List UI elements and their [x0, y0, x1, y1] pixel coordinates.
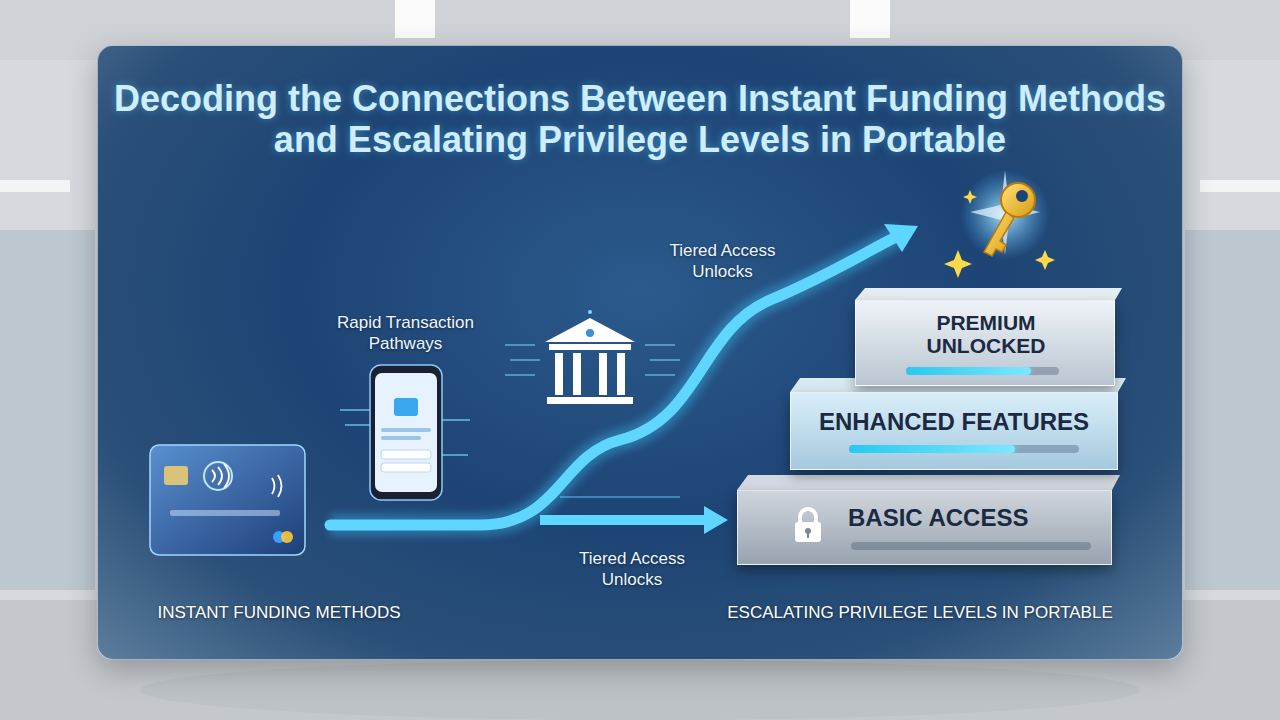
section-caption: ESCALATING PRIVILEGE LEVELS IN PORTABLE — [690, 603, 1150, 623]
section-caption: INSTANT FUNDING METHODS — [148, 603, 410, 623]
progress-bar — [849, 445, 1079, 453]
progress-bar — [906, 367, 1059, 375]
block-label: ENHANCED FEATURES — [811, 409, 1097, 435]
progress-fill — [849, 445, 1015, 453]
block-label: BASIC ACCESS — [848, 505, 1091, 531]
arrow-label: Tiered Access Unlocks — [568, 548, 696, 591]
arrow-label: Rapid Transaction Pathways — [318, 312, 493, 355]
block-label: PREMIUM UNLOCKED — [891, 311, 1081, 357]
tier-block: PREMIUM UNLOCKED — [855, 300, 1115, 386]
diagram-title: Decoding the Connections Between Instant… — [110, 78, 1170, 161]
tier-block: ENHANCED FEATURES — [790, 392, 1118, 470]
arrow-label: Tiered Access Unlocks — [660, 240, 785, 283]
tier-block: BASIC ACCESS — [737, 490, 1112, 565]
progress-bar — [851, 542, 1091, 550]
lock-icon — [793, 507, 823, 543]
progress-fill — [906, 367, 1031, 375]
